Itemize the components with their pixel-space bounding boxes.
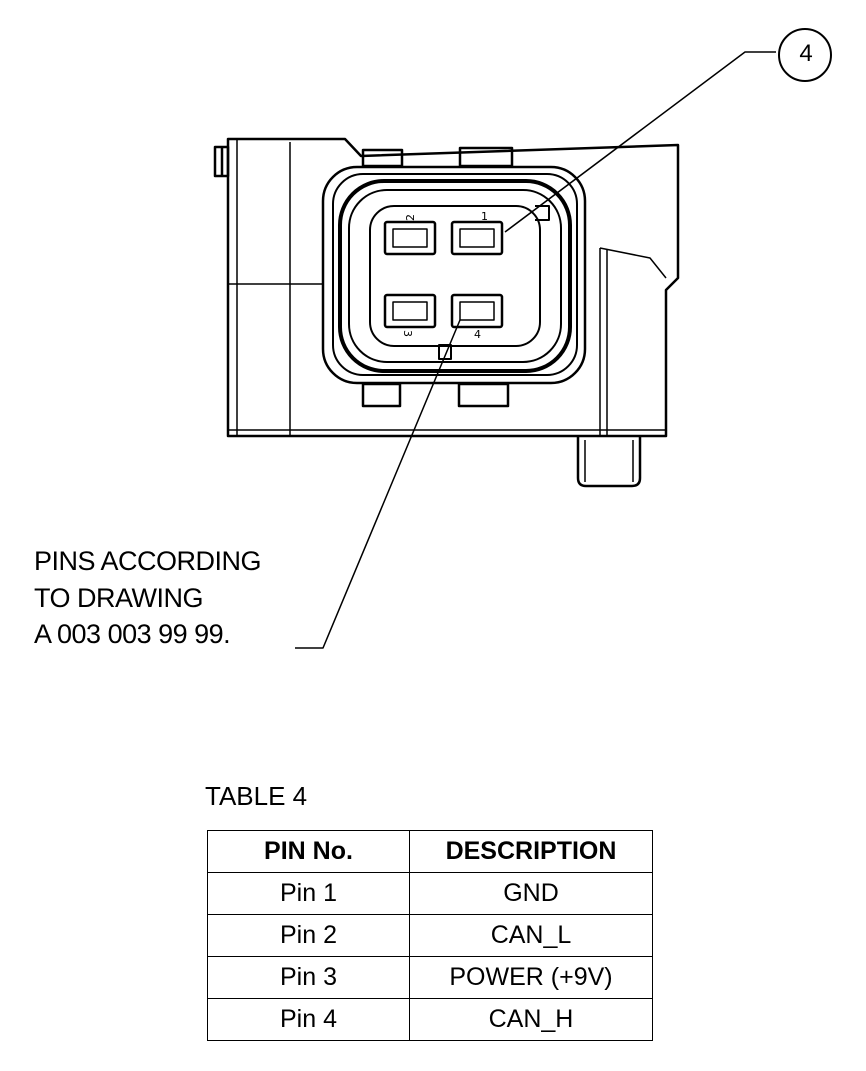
pin-marking-top-left: 2 (404, 214, 417, 221)
pin-marking-top-right: 1 (481, 210, 488, 223)
latch (535, 205, 550, 221)
table-title: TABLE 4 (205, 781, 308, 811)
pin-marking-bottom-left: 3 (401, 330, 414, 337)
description-cell: CAN_L (409, 914, 653, 957)
pin-marking-bottom-right: 4 (474, 328, 481, 341)
callout-leader (504, 51, 776, 233)
description-cell: CAN_H (409, 998, 653, 1041)
key-notch (438, 344, 452, 360)
pin-cell: Pin 1 (207, 872, 410, 915)
callout-number: 4 (799, 40, 813, 67)
table-header-row: PIN No. DESCRIPTION (207, 830, 653, 873)
bottom-tab-left (361, 382, 402, 408)
description-cell: GND (409, 872, 653, 915)
pin-socket-bottom-left (383, 293, 437, 329)
connector-drawing: 2 1 3 4 (213, 28, 832, 649)
pin-table: PIN No. DESCRIPTION Pin 1 GND Pin 2 CAN_… (207, 830, 653, 1041)
table-row: Pin 3 POWER (+9V) (207, 956, 653, 999)
pin-socket-top-right (450, 220, 504, 256)
housing-flange (213, 145, 230, 178)
pin-cell: Pin 4 (207, 998, 410, 1041)
note-line-3: A 003 003 99 99. (34, 619, 231, 649)
pin-socket-bottom-right (450, 293, 504, 329)
pin-cell: Pin 3 (207, 956, 410, 999)
table-row: Pin 1 GND (207, 872, 653, 915)
callout-balloon (778, 28, 832, 82)
connector-cavity (369, 205, 541, 347)
description-cell: POWER (+9V) (409, 956, 653, 999)
note-line-1: PINS ACCORDING (34, 546, 262, 576)
table-row: Pin 2 CAN_L (207, 914, 653, 957)
header-pin: PIN No. (207, 830, 410, 873)
mounting-stud (576, 436, 642, 488)
top-tab-left (361, 148, 404, 168)
pin-socket-top-left (383, 220, 437, 256)
pin-cell: Pin 2 (207, 914, 410, 957)
table-row: Pin 4 CAN_H (207, 998, 653, 1041)
bottom-tab-right (457, 382, 510, 408)
connector-frame-outer (321, 165, 587, 385)
note-line-2: TO DRAWING (34, 583, 204, 613)
header-description: DESCRIPTION (409, 830, 653, 873)
note-leader (295, 319, 461, 649)
housing-body (226, 137, 680, 438)
connector-shroud (338, 179, 572, 373)
